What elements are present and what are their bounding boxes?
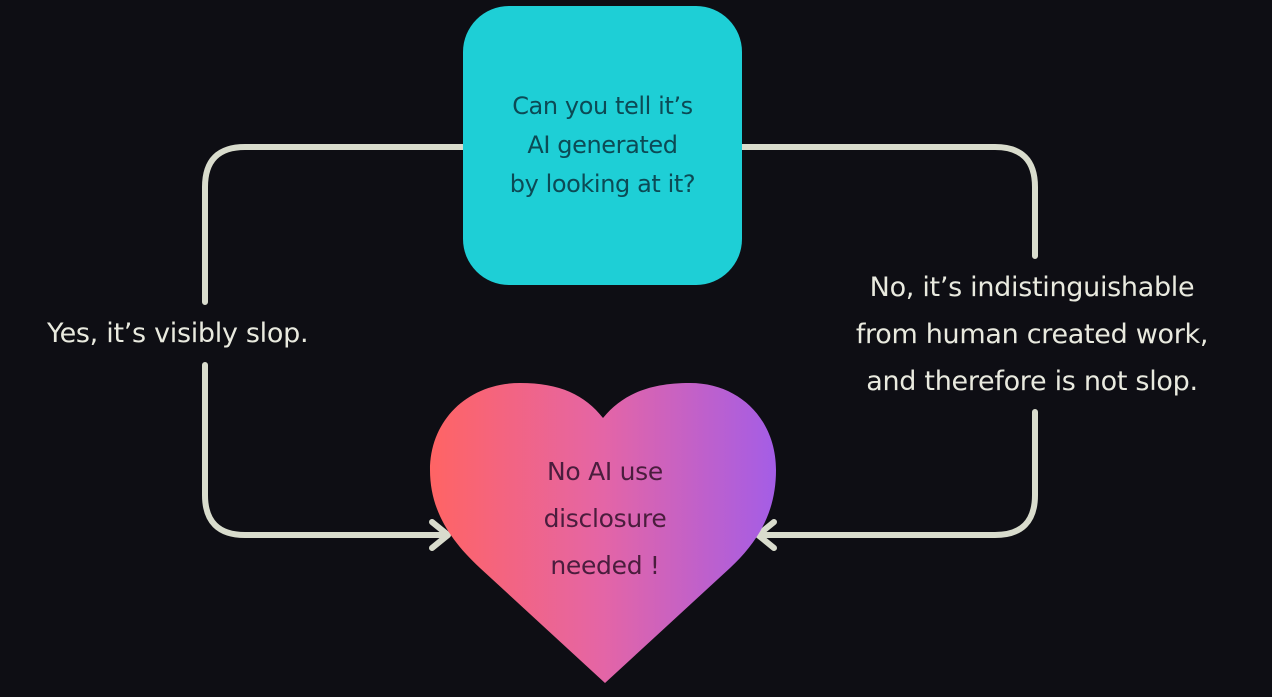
yes-branch-label: Yes, it’s visibly slop. (47, 318, 309, 349)
question-line: Can you tell it’s (512, 92, 693, 120)
yes-arrowhead-icon (429, 519, 451, 551)
no-branch-line: and therefore is not slop. (866, 366, 1198, 397)
outcome-heart-text: No AI use disclosure needed ! (455, 448, 755, 589)
yes-connector-lower (202, 362, 449, 538)
question-line: AI generated (527, 131, 678, 159)
no-branch-line: No, it’s indistinguishable (869, 272, 1195, 303)
question-box-text: Can you tell it’s AI generated by lookin… (463, 6, 742, 285)
no-arrowhead-icon (755, 519, 777, 551)
outcome-heart-shape (430, 383, 776, 683)
outcome-line: disclosure (543, 504, 667, 533)
outcome-line: needed ! (550, 551, 660, 580)
outcome-line: No AI use (547, 457, 663, 486)
question-line: by looking at it? (509, 170, 696, 198)
no-branch-line: from human created work, (855, 319, 1209, 350)
no-branch-label: No, it’s indistinguishable from human cr… (812, 264, 1252, 405)
no-connector-upper (739, 144, 1038, 259)
question-box (463, 6, 742, 285)
yes-connector-upper (202, 144, 466, 305)
no-connector-lower (757, 409, 1038, 538)
